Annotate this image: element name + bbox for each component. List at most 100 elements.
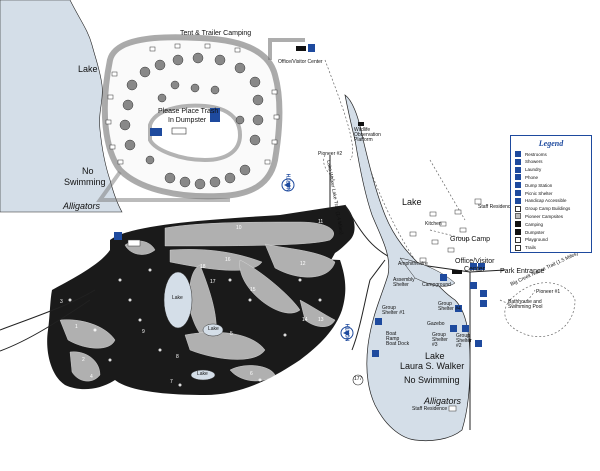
- no-swimming-left-label-2: Swimming: [64, 177, 106, 187]
- group-shelter-2-label: Group Shelter #2: [456, 333, 472, 349]
- lake-water-left: [0, 0, 123, 213]
- legend-item: Playground: [515, 236, 548, 244]
- lake-laura-label-2: Laura S. Walker: [400, 361, 465, 371]
- north-arrow-bottom: [340, 326, 354, 340]
- hole-16: 16: [225, 257, 231, 263]
- alligators-right-label: Alligators: [424, 396, 462, 406]
- golf-lake-2: [202, 323, 224, 337]
- tent-trailer-camping-label: Tent & Trailer Camping: [180, 30, 252, 37]
- north-arrow-top: [281, 178, 295, 192]
- hole-10: 10: [236, 225, 242, 231]
- camp-facility-icons-2: [210, 108, 220, 122]
- hole-11: 11: [318, 219, 324, 225]
- legend-item-label: Dump Station: [525, 182, 553, 188]
- shower-icon: [515, 158, 521, 165]
- office-top-icon: [308, 44, 315, 52]
- dumpster-icon: [515, 229, 521, 235]
- bathhouse-label: Bathhouse and Swimming Pool: [508, 299, 543, 310]
- camping-icon: [515, 221, 521, 228]
- kitchen-label: Kitchen: [425, 221, 442, 227]
- legend-item: Handicap Accessible: [515, 197, 567, 205]
- office-visitor-right-label: Office/Visitor: [455, 258, 495, 265]
- pioneer-1-label: Pioneer #1: [536, 289, 561, 295]
- hole-2: 2: [82, 357, 85, 363]
- legend-item: Group Camp Buildings: [515, 205, 570, 213]
- legend-item-label: Restrooms: [525, 151, 547, 157]
- dumpster-top: [296, 46, 306, 51]
- golf-trees: [68, 268, 322, 387]
- legend-item-label: Pioneer Campsites: [525, 213, 564, 219]
- legend-item: Phone: [515, 173, 538, 181]
- legend-item-label: Showers: [525, 159, 543, 165]
- legend-item-label: Laundry: [525, 167, 542, 173]
- legend-item: Camping: [515, 220, 543, 228]
- hole-1: 1: [75, 324, 78, 330]
- restroom-icon: [515, 151, 521, 157]
- phone-icon: [515, 174, 521, 181]
- hole-7: 7: [170, 379, 173, 385]
- playground-icon: [515, 236, 521, 243]
- park-entrance-label: Park Entrance: [500, 268, 545, 275]
- legend-item: Trails: [515, 244, 536, 252]
- group-camp-buildings: [409, 209, 467, 263]
- wildlife-platform-label: Wildlife Observation Platform: [354, 127, 381, 143]
- staff-residence-top-label: Staff Residence: [478, 204, 514, 210]
- dump-station-icon: [515, 182, 521, 189]
- hole-8: 8: [176, 354, 179, 360]
- hole-6: 6: [250, 371, 253, 377]
- dumpster-right: [452, 270, 462, 274]
- hole-13: 13: [318, 317, 324, 323]
- legend-item-label: Camping: [525, 221, 544, 227]
- lake-left-label: Lake: [78, 64, 98, 74]
- hole-12: 12: [300, 261, 306, 267]
- hole-5: 5: [230, 331, 233, 337]
- handicap-icon: [515, 197, 521, 204]
- legend-item: Pioneer Campsites: [515, 212, 563, 220]
- golf-lake-label-1: Lake: [172, 295, 183, 301]
- pioneer-icon: [515, 213, 521, 220]
- highway-177-shield: [352, 374, 364, 386]
- camp-road-2: [96, 170, 230, 202]
- clubhouse-building: [127, 239, 141, 247]
- group-shelter-3-label: Group Shelter #3: [432, 332, 448, 348]
- legend-item-label: Handicap Accessible: [525, 198, 567, 204]
- hole-3: 3: [60, 299, 63, 305]
- legend-item-label: Phone: [525, 174, 539, 180]
- boat-ramp-label: Boat Ramp Boat Dock: [386, 331, 410, 347]
- golf-lake-1: [163, 271, 193, 329]
- camp-road: [268, 38, 305, 60]
- legend-item: Showers: [515, 158, 543, 166]
- campsite-markers: [105, 43, 280, 165]
- camp-facility-icons: [150, 128, 162, 136]
- lake-right-label: Lake: [402, 197, 422, 207]
- trash-label: Please Place Trash: [158, 108, 219, 115]
- group-shelter-1-label: Group Shelter #1: [382, 305, 405, 316]
- pioneer-2-label: Pioneer #2: [318, 151, 343, 157]
- no-swimming-right-label: No Swimming: [404, 375, 460, 385]
- legend-item-label: Trails: [525, 245, 536, 251]
- group-shelter-4-label: Group Shelter #4: [438, 301, 461, 312]
- trash-label-2: In Dumpster: [168, 117, 207, 124]
- golf-lake-label-2: Lake: [208, 326, 219, 332]
- highway-177-label: 177: [354, 376, 363, 382]
- staff-residence-bottom-bldg: [448, 405, 457, 412]
- hole-18: 18: [200, 264, 206, 270]
- campground-label: Campground: [422, 282, 451, 288]
- office-visitor-right-label-2: Center: [464, 266, 486, 273]
- clubhouse-icon: [114, 232, 122, 240]
- legend-item-label: Playground: [525, 237, 548, 243]
- legend-title: Legend: [538, 139, 564, 148]
- north-top-label: NORTH: [286, 173, 293, 192]
- trail-icon: [515, 244, 521, 251]
- picnic-shelter-icon: [515, 190, 521, 196]
- legend-item: Dumpster: [515, 228, 545, 236]
- north-bottom-label: NORTH: [345, 323, 352, 342]
- hole-15: 15: [250, 287, 256, 293]
- legend-item: Laundry: [515, 166, 541, 174]
- hole-9: 9: [142, 329, 145, 335]
- assembly-shelter-label: Assembly Shelter: [393, 277, 415, 288]
- no-swimming-left-label: No: [82, 166, 94, 176]
- hole-17: 17: [210, 279, 216, 285]
